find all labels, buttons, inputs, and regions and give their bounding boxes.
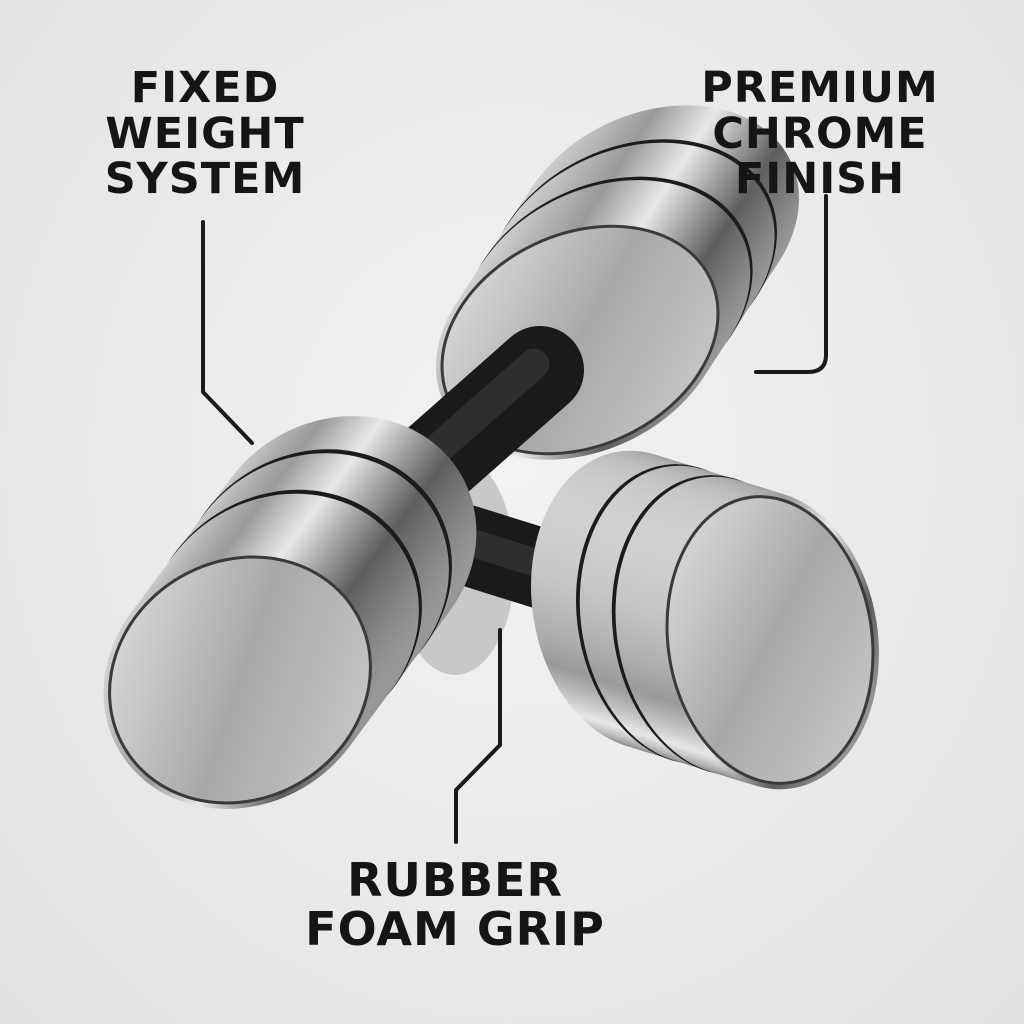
- leader-line-chrome-finish: [754, 194, 828, 374]
- callout-text: RUBBER: [347, 853, 563, 907]
- callout-text: FIXED: [130, 63, 280, 113]
- callout-premium-chrome-finish: PREMIUM CHROME FINISH: [680, 63, 960, 205]
- leader-lines: [201, 194, 828, 844]
- leader-line-foam-grip: [454, 628, 502, 844]
- leader-line-fixed-weight: [201, 220, 254, 445]
- right-plate-face: [665, 495, 875, 785]
- callout-text: PREMIUM: [701, 63, 939, 113]
- callout-text: SYSTEM: [104, 154, 306, 205]
- callout-text: WEIGHT: [105, 108, 305, 159]
- callout-text: CHROME: [712, 108, 928, 159]
- callout-fixed-weight-system: FIXED WEIGHT SYSTEM: [60, 63, 350, 205]
- callout-rubber-foam-grip: RUBBER FOAM GRIP: [290, 856, 620, 954]
- callout-text: FOAM GRIP: [305, 901, 605, 956]
- callout-text: FINISH: [734, 154, 906, 205]
- lower-left-plate-face: [108, 555, 372, 805]
